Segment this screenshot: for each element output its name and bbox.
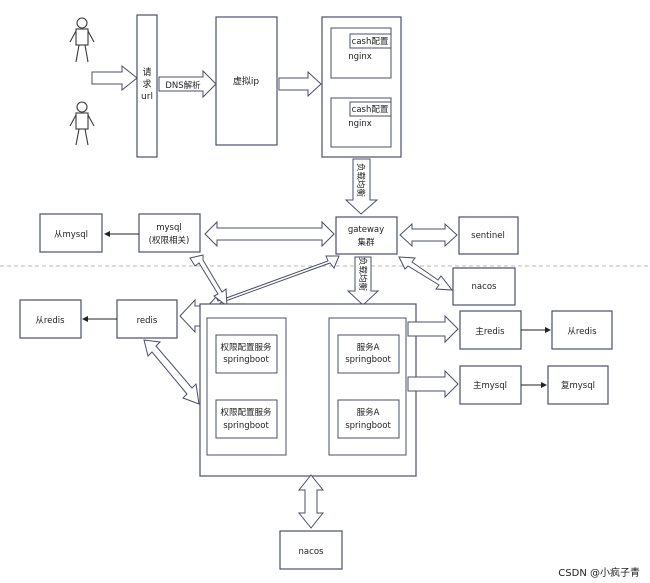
service-a-box-1 xyxy=(337,334,400,374)
master-redis-label: 主redis xyxy=(475,326,505,337)
request-url-line1: 请 xyxy=(142,66,151,78)
gateway-cluster-label: 集群 xyxy=(357,237,375,248)
redis-box xyxy=(116,299,178,339)
users-to-request-arrow xyxy=(91,64,138,92)
redis-label: redis xyxy=(137,316,158,326)
nacos-right-box xyxy=(452,267,516,306)
cash-config-box-top xyxy=(349,33,392,49)
service-a-box-2 xyxy=(337,399,400,439)
dns-label: DNS解析 xyxy=(165,80,201,91)
nacos-bottom-label: nacos xyxy=(299,547,324,557)
gateway-box xyxy=(335,216,398,255)
service-nacos-bottom-arrow xyxy=(297,474,325,529)
virtual-ip-box xyxy=(215,16,278,146)
redis-service-diagonal-arrow xyxy=(143,339,200,405)
nginx-bottom-label: nginx xyxy=(348,119,372,129)
sentinel-label: sentinel xyxy=(471,231,505,241)
load-balance-label-mid: 负载均衡 xyxy=(357,257,368,292)
request-url-box xyxy=(136,14,158,158)
gateway-nacos-arrow xyxy=(398,256,454,291)
auth-service-1-sub: springboot xyxy=(223,355,269,365)
auth-service-box-2 xyxy=(215,399,278,439)
nacos-bottom-box xyxy=(279,530,343,570)
dns-arrow xyxy=(158,69,217,99)
redis-to-slave-arrowhead xyxy=(82,316,88,322)
service-to-master-mysql-arrow xyxy=(407,369,459,399)
request-url-line3: url xyxy=(141,92,153,102)
auth-service-box-1 xyxy=(215,334,278,374)
vip-to-nginx-arrow xyxy=(278,70,322,98)
nginx-top-label: nginx xyxy=(348,52,372,62)
cash-config-top-label: cash配置 xyxy=(352,37,389,47)
master-mysql-box xyxy=(459,365,522,405)
mysql-box xyxy=(138,213,201,253)
mysql-to-slave-arrowhead xyxy=(104,231,110,237)
service-a-2-label: 服务A xyxy=(357,407,380,418)
master-mysql-label: 主mysql xyxy=(473,380,507,391)
auth-service-2-sub: springboot xyxy=(223,421,269,431)
master-redis-box xyxy=(459,310,522,350)
auth-service-2-label: 权限配置服务 xyxy=(220,407,272,418)
slave-redis-right-box xyxy=(551,310,613,350)
slave-redis-right-label: 从redis xyxy=(567,327,597,337)
load-balance-arrow-top xyxy=(344,158,379,215)
load-balance-arrow-mid xyxy=(346,256,380,306)
virtual-ip-label: 虚拟ip xyxy=(233,75,260,87)
mysql-gateway-arrow xyxy=(204,220,335,248)
mysql-label: mysql xyxy=(156,223,182,233)
service-a-1-sub: springboot xyxy=(345,355,391,365)
nacos-right-label: nacos xyxy=(472,282,497,292)
gateway-label: gateway xyxy=(348,225,384,235)
cash-config-bottom-label: cash配置 xyxy=(352,105,389,115)
slave-redis-left-box xyxy=(19,299,82,339)
watermark-text: CSDN @小疯子青 xyxy=(558,566,640,579)
auth-service-1-label: 权限配置服务 xyxy=(220,342,272,353)
mysql-to-service-arrow xyxy=(189,254,228,308)
gateway-sentinel-arrow xyxy=(399,222,458,248)
slave-redis-left-label: 从redis xyxy=(35,316,65,326)
slave-mysql-left-box xyxy=(39,213,103,253)
service-to-master-redis-arrow xyxy=(407,314,459,344)
service-a-1-label: 服务A xyxy=(357,342,380,353)
service-a-2-sub: springboot xyxy=(345,421,391,431)
mysql-sub-label: (权限相关) xyxy=(149,235,190,246)
replica-mysql-box xyxy=(547,365,609,405)
slave-mysql-left-label: 从mysql xyxy=(54,230,88,240)
user-icon-bottom xyxy=(69,101,95,146)
cash-config-box-bottom xyxy=(349,101,392,117)
user-icon-top xyxy=(69,17,95,63)
master-to-replica-mysql-arrowhead xyxy=(541,382,547,388)
load-balance-label-top: 负载均衡 xyxy=(355,163,366,198)
sentinel-box xyxy=(458,216,519,255)
replica-mysql-label: 复mysql xyxy=(561,380,595,391)
master-to-slave-redis-arrowhead xyxy=(545,327,551,333)
request-url-line2: 求 xyxy=(142,78,151,90)
